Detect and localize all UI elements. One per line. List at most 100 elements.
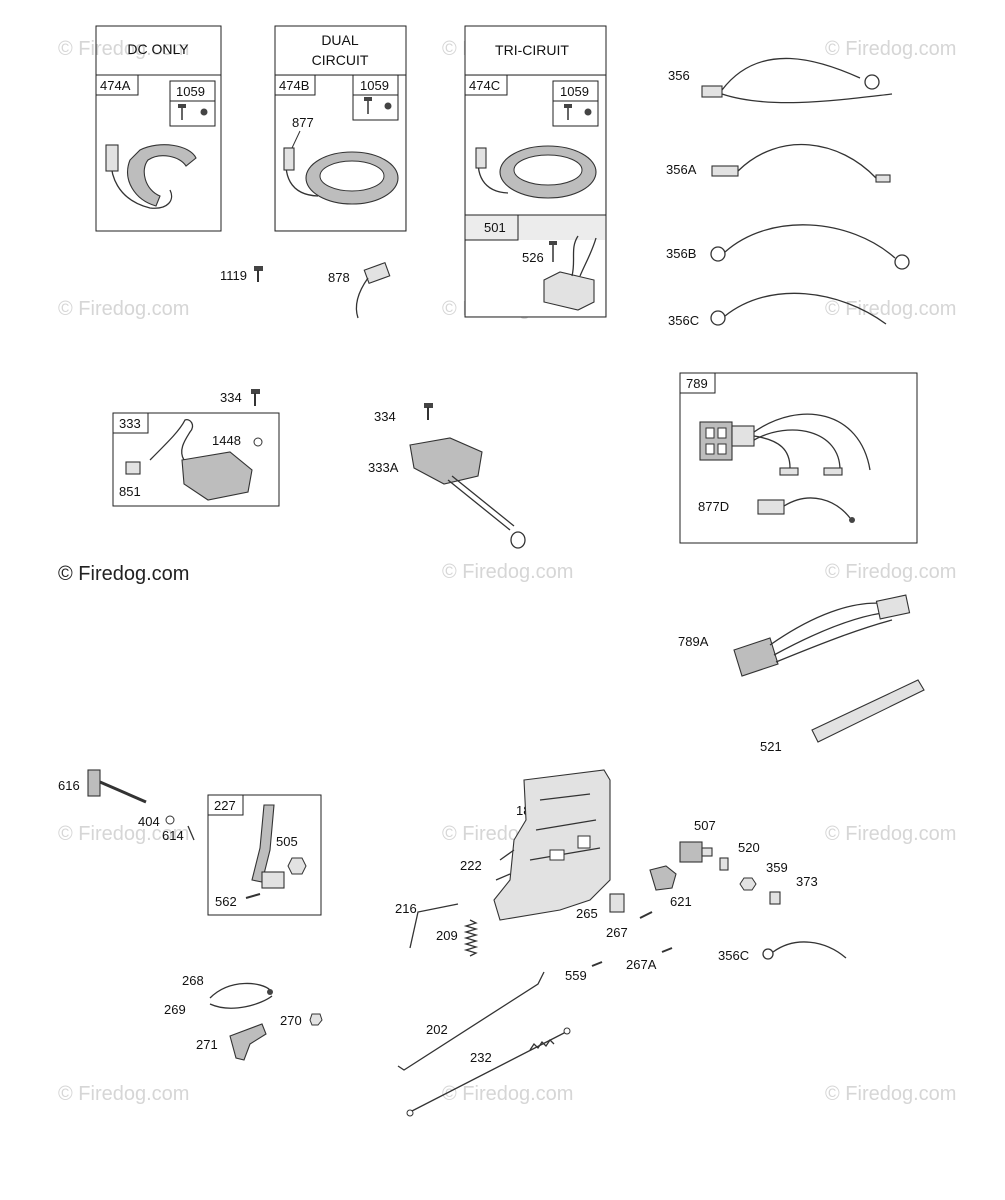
callout-227: 227 [214,798,236,813]
callout-270: 270 [280,1013,302,1028]
panel-789: 789 877D [679,372,918,544]
callout-1448: 1448 [212,433,241,448]
callout-333: 333 [119,416,141,431]
callout-520: 520 [738,840,760,855]
regulator-icon [543,235,597,311]
callout-507: 507 [694,818,716,833]
watermark: © Firedog.com [825,561,956,583]
header-dc-only: DC ONLY [127,41,189,57]
callout-614: 614 [162,828,184,843]
callout-789A: 789A [678,634,709,649]
watermark: © Firedog.com [58,1083,189,1105]
wire-356B-icon [710,224,910,270]
wire-356C-small-icon [762,941,847,960]
callout-501: 501 [484,220,506,235]
cable-269-icon [209,982,273,1009]
header-dual-line2: CIRCUIT [312,52,369,68]
callout-356B: 356B [666,246,696,261]
harness-789-icon [699,413,871,476]
spring-209-icon [463,919,479,957]
panel-227: 227 505 562 [207,794,322,916]
callout-271: 271 [196,1037,218,1052]
callout-356: 356 [668,68,690,83]
callout-878: 878 [328,270,350,285]
callout-474C: 474C [469,78,500,93]
rod-232-icon [406,1027,571,1117]
callout-877D: 877D [698,499,729,514]
rod-202-icon [397,971,545,1071]
callout-521: 521 [760,739,782,754]
callout-559: 559 [565,968,587,983]
watermark-main: © Firedog.com [58,563,189,585]
callout-356A: 356A [666,162,697,177]
wire-356C-icon [710,292,887,326]
callout-562: 562 [215,894,237,909]
watermark: © Firedog.com [58,38,189,60]
watermark: © Firedog.com [58,823,189,845]
callout-877: 877 [292,115,314,130]
link-216-icon [409,903,459,949]
watermark: © Firedog.com [825,298,956,320]
callout-265: 265 [576,906,598,921]
harness-789A-icon [733,594,911,677]
header-tri-circuit: TRI-CIRUIT [495,42,569,58]
callout-334: 334 [374,409,396,424]
callout-1059: 1059 [360,78,389,93]
screw-icon [364,97,392,114]
watermark: © Firedog.com [825,38,956,60]
wire-356A-icon [711,143,891,183]
watermark: © Firedog.com [58,298,189,320]
bracket-271-icon [229,1023,267,1061]
callout-356C: 356C [668,313,699,328]
shaft-616-icon [87,769,147,804]
panel-dual-circuit: DUAL CIRCUIT 474B 1059 877 [274,25,407,232]
watermark: © Firedog.com [825,823,956,845]
callout-333A: 333A [368,460,399,475]
callout-474A: 474A [100,78,131,93]
header-dual-line1: DUAL [321,32,359,48]
harness-877D-icon [757,497,855,523]
watermark: © Firedog.com [825,1083,956,1105]
callout-269: 269 [164,1002,186,1017]
callout-373: 373 [796,874,818,889]
panel-dc-only: DC ONLY 474A 1059 [95,25,222,232]
bolt-icon [424,403,433,420]
callout-505: 505 [276,834,298,849]
armature-333A-icon [409,437,526,549]
callout-526: 526 [522,250,544,265]
callout-232: 232 [470,1050,492,1065]
callout-216: 216 [395,901,417,916]
callout-1059: 1059 [176,84,205,99]
clip-265-icon [609,893,625,913]
sleeve-521-icon [811,679,925,743]
stator-dual-icon [283,147,399,205]
armature-icon [125,419,253,501]
part-621-icon [649,865,677,891]
connector-icon [355,261,391,319]
screw-icon [178,104,208,120]
callout-268: 268 [182,973,204,988]
watermark: © Firedog.com [442,561,573,583]
screw-icon [564,104,592,120]
callout-267: 267 [606,925,628,940]
control-bracket-icon [493,769,611,921]
callout-356C: 356C [718,948,749,963]
callout-789: 789 [686,376,708,391]
callout-209: 209 [436,928,458,943]
stator-tri-icon [475,145,597,199]
callout-616: 616 [58,778,80,793]
switch-507-icon [679,841,713,863]
callout-334: 334 [220,390,242,405]
callout-359: 359 [766,860,788,875]
panel-tri-circuit: TRI-CIRUIT 474C 1059 501 526 [464,25,607,318]
watermark: © Firedog.com [442,1083,573,1105]
bolt-icon [251,389,260,406]
callout-1119: 1119 [220,268,247,283]
callout-404: 404 [138,814,160,829]
bolt-icon [254,266,263,282]
callout-202: 202 [426,1022,448,1037]
stator-dc-icon [105,144,197,209]
callout-474B: 474B [279,78,309,93]
callout-267A: 267A [626,957,657,972]
